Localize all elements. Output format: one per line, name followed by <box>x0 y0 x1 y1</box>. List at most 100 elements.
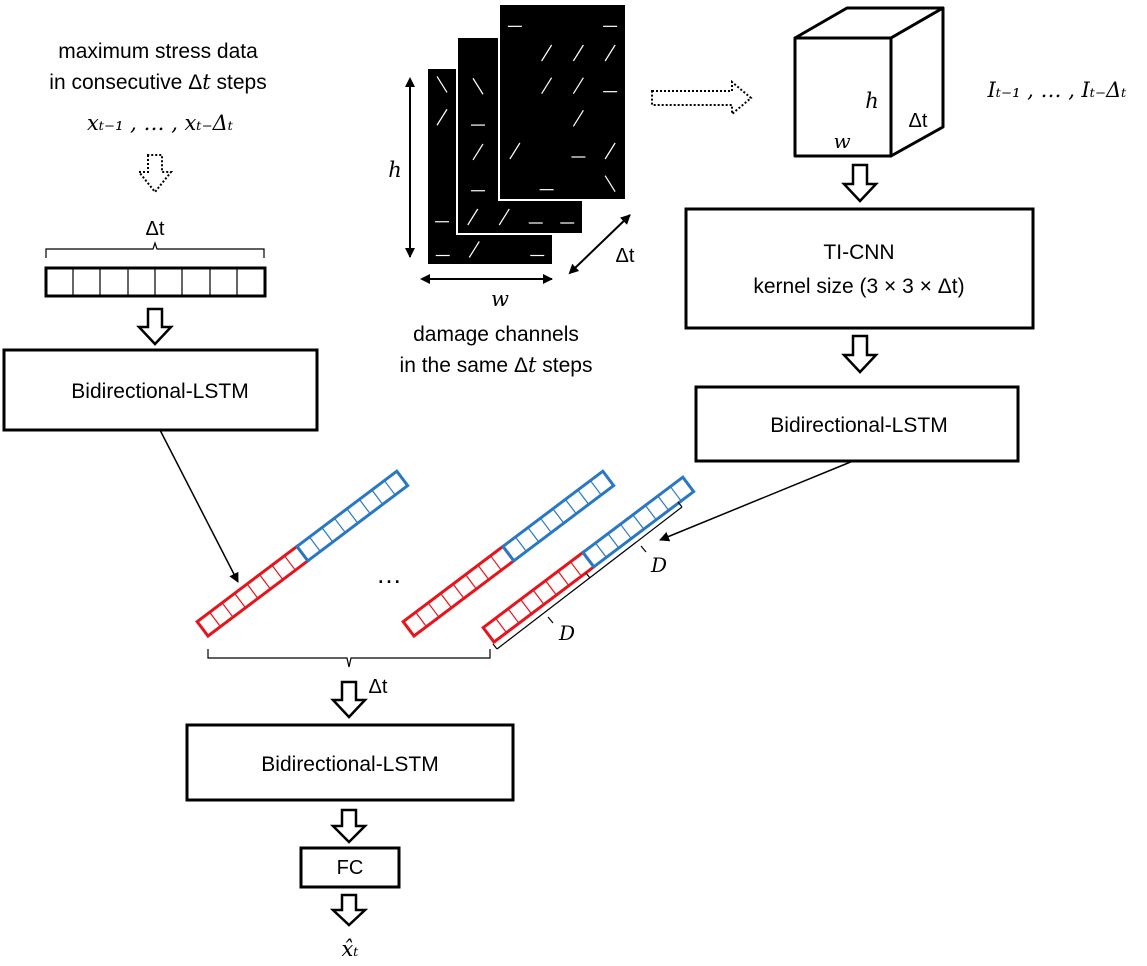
connector-right-lstm <box>659 460 854 542</box>
vector-cell-divider <box>284 555 296 571</box>
d-label-lower: D <box>558 621 575 645</box>
vector-cell-divider <box>607 533 620 549</box>
crack-line <box>604 44 616 62</box>
right-bilstm-label: Bidirectional-LSTM <box>770 414 947 437</box>
vector-cell-divider <box>545 580 557 596</box>
down-arrow-fc <box>329 808 369 844</box>
center-caption-line1: damage channels <box>413 323 579 346</box>
down-arrow-cnn <box>841 334 879 374</box>
dimension-brackets <box>492 501 683 650</box>
vector-cell-divider <box>465 574 477 590</box>
ti-cnn-box <box>684 207 1035 330</box>
crack-line <box>572 44 584 62</box>
down-arrow-cube <box>841 163 879 203</box>
dotted-right-arrow <box>651 79 753 117</box>
crack-line <box>467 208 479 226</box>
left-bilstm-box <box>2 348 319 432</box>
vector-cell-divider <box>271 564 284 580</box>
bottom-bilstm-box <box>185 723 515 802</box>
crack-line <box>572 77 584 94</box>
vector-cell-divider <box>415 611 427 627</box>
cube-width-label: w <box>833 129 850 153</box>
crack-line <box>472 143 484 161</box>
left-brace <box>45 241 265 258</box>
d-label-upper: D <box>650 553 667 577</box>
bottom-brace-label: Δt <box>369 676 388 698</box>
vector-cell-divider <box>564 499 577 515</box>
vector-cell-divider <box>552 508 565 524</box>
vector-cell-divider <box>594 542 607 558</box>
vector-cell-divider <box>221 602 234 618</box>
down-arrow-output <box>329 893 369 927</box>
crack-line <box>498 208 510 226</box>
crack-line <box>436 108 448 126</box>
vector-cell-divider <box>452 583 465 599</box>
vector-cell-divider <box>520 599 532 615</box>
vector-cell-divider <box>644 505 657 521</box>
crack-line <box>509 142 521 160</box>
height-label: h <box>388 158 402 182</box>
vector-cell-divider <box>619 523 632 539</box>
concatenated-vectors <box>195 469 696 645</box>
vector-cell-divider <box>532 589 545 605</box>
crack-line <box>541 44 553 62</box>
vector-cell-divider <box>495 617 507 633</box>
vector-cell-divider <box>383 480 396 496</box>
crack-line <box>604 142 616 160</box>
vector-cell-divider <box>477 564 490 580</box>
down-arrow-left <box>136 307 174 346</box>
center-caption-line2: in the same Δt steps <box>400 353 593 377</box>
vector-cell-divider <box>514 536 527 552</box>
left-bilstm-label: Bidirectional-LSTM <box>71 380 248 403</box>
cube-height-label: h <box>865 89 879 113</box>
width-label: w <box>491 287 509 311</box>
vector-cell-divider <box>657 495 670 511</box>
crack-line <box>604 175 616 192</box>
down-arrow-bottom <box>330 680 368 719</box>
vector-cell-divider <box>246 583 259 599</box>
crack-line <box>572 110 584 127</box>
depth-label: Δt <box>616 245 635 267</box>
vector-cell-divider <box>527 527 540 543</box>
vector-cell-divider <box>577 489 590 505</box>
vector-cell-divider <box>308 536 321 552</box>
crack-line <box>472 77 484 95</box>
vector-cell-divider <box>507 608 520 624</box>
cube-depth-label: Δt <box>909 110 928 132</box>
vector-cell-divider <box>259 574 271 590</box>
vector-cell-divider <box>539 517 552 533</box>
vector-cell-divider <box>234 593 246 609</box>
bottom-brace <box>207 649 491 668</box>
damage-channel-stack <box>426 3 627 266</box>
ti-cnn-kernel: kernel size (3 × 3 × Δt) <box>753 275 964 298</box>
left-input-sequence: xₜ₋₁ , … , xₜ₋Δₜ <box>87 111 233 135</box>
vector-cell-divider <box>371 489 384 505</box>
dotted-down-arrow-left <box>136 154 174 194</box>
bottom-bilstm-label: Bidirectional-LSTM <box>261 753 438 776</box>
vector-cell-divider <box>209 611 221 627</box>
left-caption-line2: in consecutive Δt steps <box>49 70 266 94</box>
vector-cell-divider <box>669 486 682 502</box>
vector-cell-divider <box>570 561 582 577</box>
crack-line <box>468 241 480 258</box>
ti-cnn-title: TI-CNN <box>823 241 894 264</box>
tensor-cube <box>793 6 945 158</box>
vector-cell-divider <box>490 555 502 571</box>
vector-cell-divider <box>321 527 334 543</box>
cube-sequence-label: Iₜ₋₁ , … , Iₜ₋Δₜ <box>987 78 1127 102</box>
ellipsis: … <box>376 559 402 589</box>
vector-cell-divider <box>346 508 359 524</box>
connector-left-lstm <box>159 429 239 583</box>
output-label: x̂ₜ <box>341 937 358 961</box>
vector-cell-divider <box>427 602 440 618</box>
left-brace-label: Δt <box>146 218 165 240</box>
right-bilstm-box <box>694 385 1020 463</box>
fc-label: FC <box>337 857 364 879</box>
vector-cell-divider <box>440 593 452 609</box>
vector-cell-divider <box>333 517 346 533</box>
crack-line <box>541 77 553 94</box>
crack-line <box>436 76 448 93</box>
fc-box <box>299 846 401 889</box>
